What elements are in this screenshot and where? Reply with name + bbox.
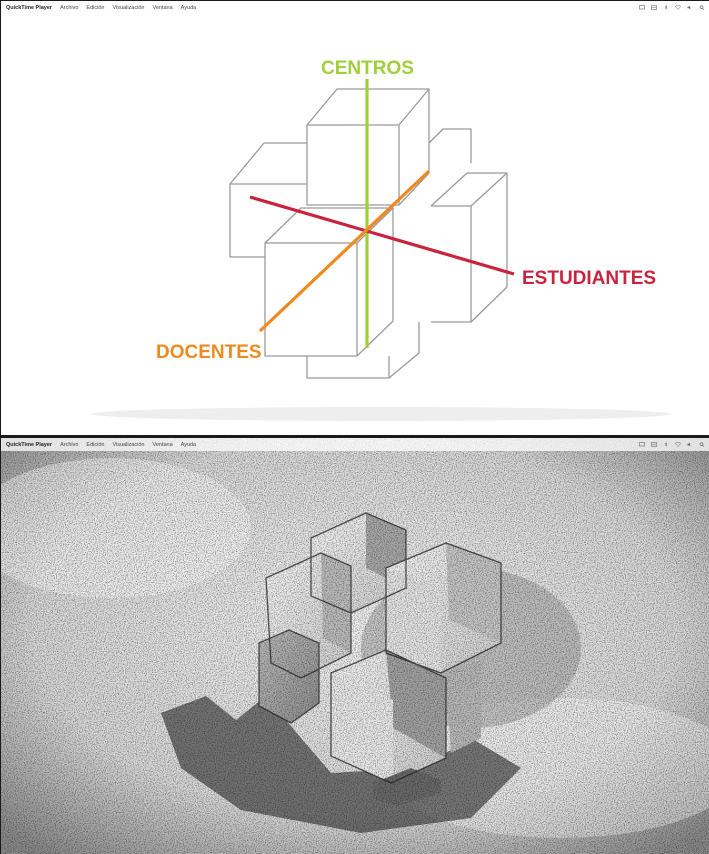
menu-item-ventana[interactable]: Ventana (152, 5, 172, 11)
status-icons (639, 438, 705, 451)
menu-item-edicion[interactable]: Edición (86, 442, 104, 448)
menu-item-ayuda[interactable]: Ayuda (181, 5, 197, 11)
menu-item-archivo[interactable]: Archivo (60, 442, 78, 448)
menu-item-visualizacion[interactable]: Visualización (112, 442, 144, 448)
label-centros: CENTROS (321, 58, 414, 79)
label-estudiantes: ESTUDIANTES (522, 268, 656, 289)
spotlight-icon[interactable] (699, 5, 705, 10)
status-icons (639, 1, 705, 14)
heart-icon[interactable] (675, 5, 681, 10)
menu-item-archivo[interactable]: Archivo (60, 5, 78, 11)
grain-overlay (1, 438, 709, 854)
menu-bar: QuickTime Player Archivo Edición Visuali… (1, 1, 709, 14)
video-frame-diagram: QuickTime Player Archivo Edición Visuali… (0, 0, 709, 437)
screen-share-icon[interactable] (651, 442, 657, 447)
heart-icon[interactable] (675, 442, 681, 447)
video-frame-photo: QuickTime Player Archivo Edición Visuali… (0, 437, 709, 854)
menu-item-edicion[interactable]: Edición (86, 5, 104, 11)
axis-docentes (260, 171, 429, 331)
bluetooth-icon[interactable] (663, 442, 669, 447)
menu-item-ventana[interactable]: Ventana (152, 442, 172, 448)
volume-icon[interactable] (687, 5, 693, 10)
bluetooth-icon[interactable] (663, 5, 669, 10)
display-icon[interactable] (639, 5, 645, 10)
display-icon[interactable] (639, 442, 645, 447)
volume-icon[interactable] (687, 442, 693, 447)
menu-item-visualizacion[interactable]: Visualización (112, 5, 144, 11)
cube-model-photo (1, 438, 709, 854)
shadow (91, 407, 671, 421)
app-menu[interactable]: QuickTime Player (6, 5, 52, 11)
app-menu[interactable]: QuickTime Player (6, 442, 52, 448)
spotlight-icon[interactable] (699, 442, 705, 447)
cube-cross-diagram: CENTROS ESTUDIANTES DOCENTES (1, 1, 709, 437)
menu-bar: QuickTime Player Archivo Edición Visuali… (1, 438, 709, 451)
label-docentes: DOCENTES (156, 342, 262, 363)
screen-share-icon[interactable] (651, 5, 657, 10)
menu-item-ayuda[interactable]: Ayuda (181, 442, 197, 448)
